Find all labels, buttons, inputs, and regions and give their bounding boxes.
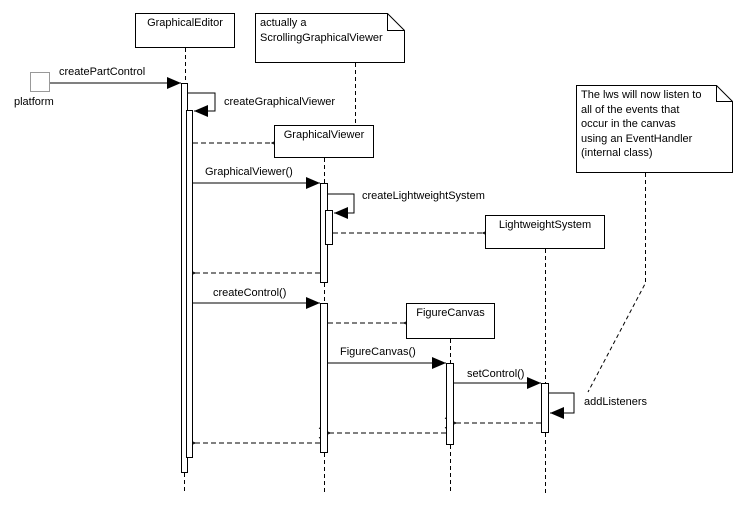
note-line: actually a xyxy=(260,17,307,29)
message-label-figure-canvas-call: FigureCanvas() xyxy=(340,346,416,358)
activation-graphical-viewer-nested xyxy=(325,210,333,245)
platform-actor-box xyxy=(30,72,50,92)
message-label-create-part-control: createPartControl xyxy=(59,66,146,78)
message-label-graphical-viewer-call: GraphicalViewer() xyxy=(205,166,293,178)
activation-figure-canvas xyxy=(446,363,454,445)
note-outline xyxy=(255,13,405,63)
note-line: using an EventHandler xyxy=(581,132,693,145)
participant-lightweight-system: LightweightSystem xyxy=(485,215,605,249)
message-label-add-listeners: addListeners xyxy=(584,396,647,408)
participant-figure-canvas: FigureCanvas xyxy=(406,303,495,339)
loop-create-lightweight-system xyxy=(328,193,355,219)
message-label-set-control: setControl() xyxy=(467,368,525,380)
note-outline xyxy=(576,85,733,173)
note-anchor-lws xyxy=(587,173,646,393)
participant-label: FigureCanvas xyxy=(416,307,485,319)
activation-graphical-editor-nested xyxy=(186,110,193,458)
activation-graphical-viewer-2 xyxy=(320,303,328,453)
note-line: occur in the canvas xyxy=(581,118,676,131)
message-label-create-lightweight-system: createLightweightSystem xyxy=(362,190,485,202)
participant-label: GraphicalEditor xyxy=(147,17,223,29)
note-line: (internal class) xyxy=(581,147,653,160)
participant-label: LightweightSystem xyxy=(498,219,592,231)
note-scrolling-graphical-viewer: actually a ScrollingGraphicalViewer xyxy=(255,13,406,64)
note-lws-listeners: The lws will now listen to all of the ev… xyxy=(576,85,734,174)
activation-lightweight-system xyxy=(541,383,549,433)
loop-create-graphical-viewer xyxy=(188,92,216,117)
message-label-create-graphical-viewer: createGraphicalViewer xyxy=(224,96,336,108)
note-line: all of the events that xyxy=(581,103,680,116)
participant-label: GraphicalViewer xyxy=(283,129,365,141)
platform-actor-label: platform xyxy=(14,96,54,108)
participant-graphical-editor: GraphicalEditor xyxy=(135,13,235,48)
note-line: The lws will now listen to xyxy=(581,89,702,101)
note-line: ScrollingGraphicalViewer xyxy=(260,31,383,44)
message-label-create-control: createControl() xyxy=(213,287,287,299)
participant-graphical-viewer: GraphicalViewer xyxy=(274,125,374,158)
loop-add-listeners xyxy=(549,392,575,419)
